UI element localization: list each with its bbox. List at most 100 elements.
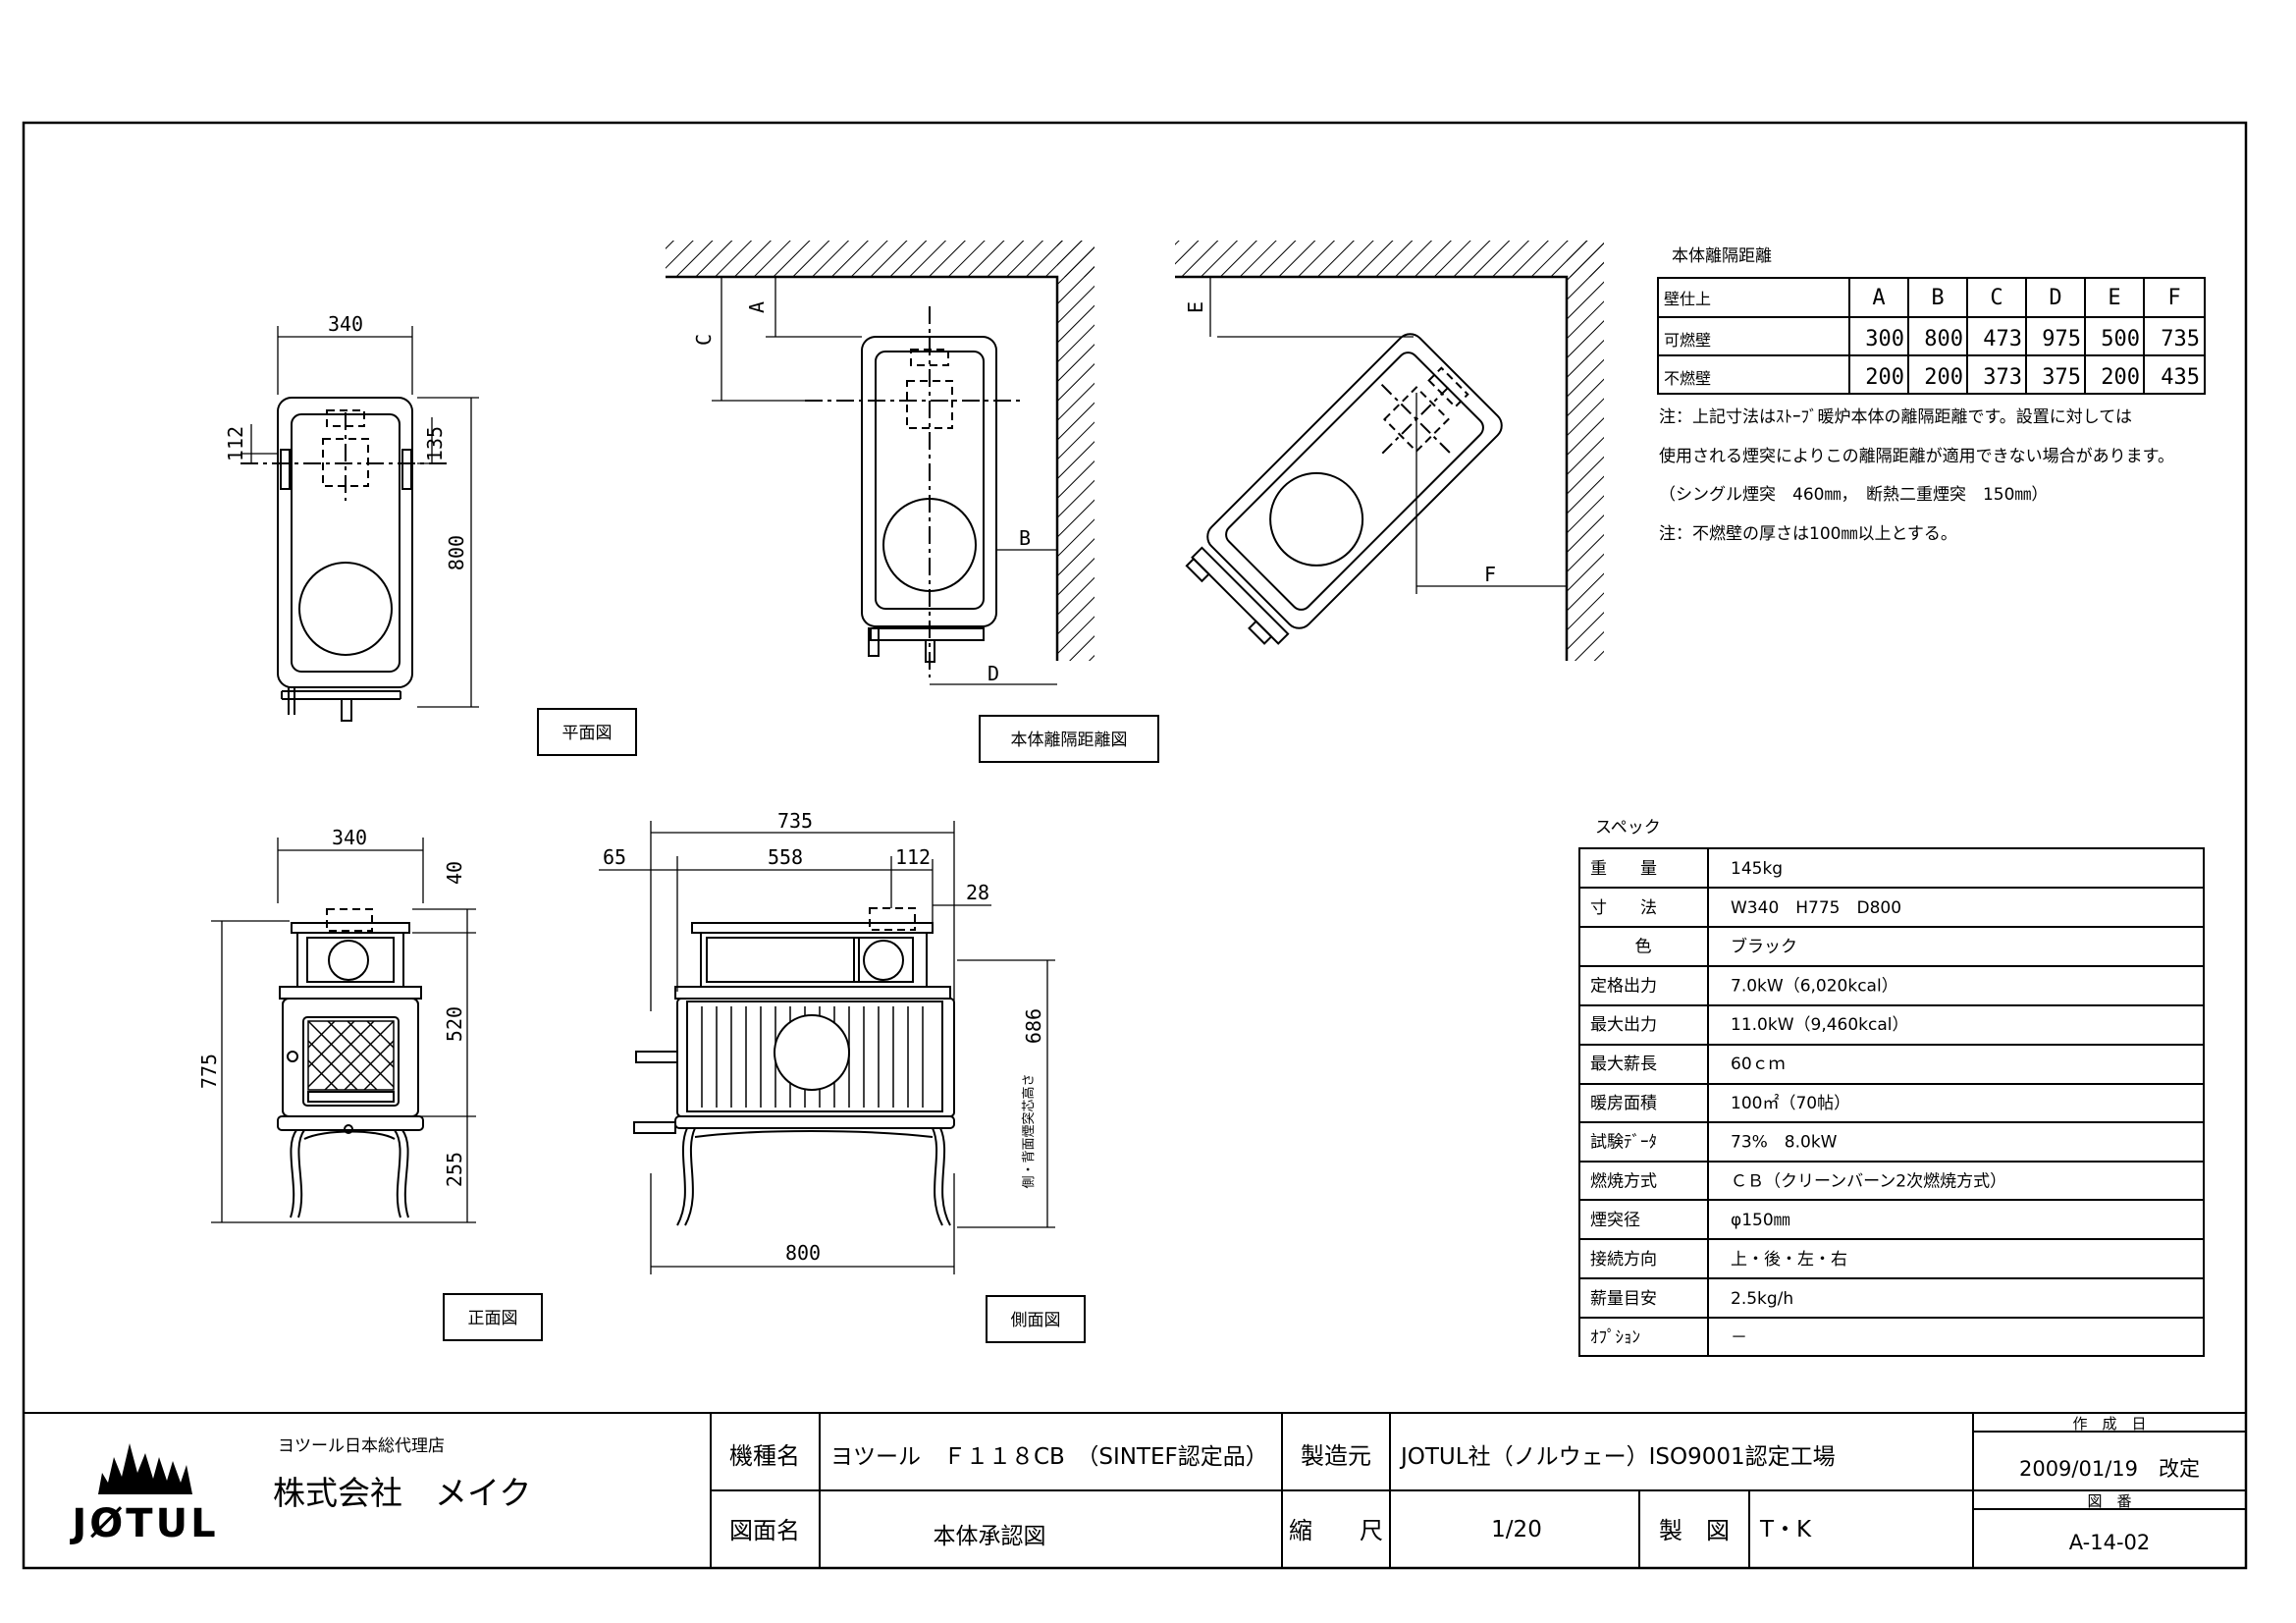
plan-view-label: 平面図: [562, 724, 613, 743]
spec-value: ＣＢ（クリーンバーン2次燃焼方式）: [1731, 1171, 2006, 1191]
clearance-cell: 473: [1983, 327, 2022, 352]
front-dim-255: 255: [443, 1152, 466, 1187]
front-view: [211, 838, 476, 1223]
clearance-cell: 200: [1865, 365, 1904, 390]
spec-value: φ150㎜: [1731, 1211, 1790, 1230]
spec-label: 最大薪長: [1590, 1055, 1657, 1074]
clearance-view-wall-straight: [666, 241, 1095, 685]
clearance-note: 使用される煙突によりこの離隔距離が適用できない場合があります。: [1659, 446, 2174, 466]
clearance-view-corner: [1175, 241, 1604, 661]
spec-label: 煙突径: [1590, 1211, 1640, 1230]
spec-label: 重 量: [1590, 859, 1657, 879]
clearance-cell: 375: [2042, 365, 2081, 390]
front-dim-520: 520: [443, 1006, 466, 1042]
spec-value: 145kg: [1731, 859, 1783, 879]
clearance-note: 注：上記寸法はｽﾄｰﾌﾞ暖炉本体の離隔距離です。設置に対しては: [1659, 407, 2132, 427]
spec-value: 7.0kW（6,020kcal）: [1731, 976, 1898, 996]
spec-label: 試験ﾃﾞｰﾀ: [1590, 1133, 1657, 1153]
clearance-f: F: [1484, 563, 1496, 586]
spec-value: 11.0kW（9,460kcal）: [1731, 1015, 1909, 1035]
clearance-header-f: F: [2167, 286, 2180, 310]
spec-label: 寸 法: [1590, 898, 1657, 918]
side-dim-686: 686: [1022, 1008, 1045, 1044]
side-dim-65: 65: [603, 845, 626, 869]
side-dim-735: 735: [777, 809, 813, 833]
side-dim-note: 側・背面煙突芯高さ: [1021, 1073, 1037, 1188]
spec-title: スペック: [1595, 818, 1661, 838]
spec-label: 定格出力: [1590, 976, 1657, 996]
drafter-value: T・K: [1759, 1517, 1812, 1542]
front-label-box: [443, 1293, 543, 1341]
spec-value: －: [1731, 1328, 1747, 1348]
side-dim-558: 558: [768, 845, 803, 869]
front-dim-width: 340: [332, 826, 367, 849]
spec-label: ｵﾌﾟｼｮﾝ: [1590, 1328, 1640, 1348]
clearance-notes: 注：上記寸法はｽﾄｰﾌﾞ暖炉本体の離隔距離です。設置に対しては使用される煙突によ…: [1659, 407, 2174, 544]
spec-label: 燃焼方式: [1590, 1171, 1657, 1191]
maker-label: 製造元: [1301, 1442, 1371, 1470]
clearance-cell: 200: [1924, 365, 1963, 390]
spec-value: ブラック: [1731, 937, 1797, 957]
clearance-note: 注：不燃壁の厚さは100㎜以上とする。: [1659, 524, 1957, 544]
drawing-number-label: 図 番: [2087, 1492, 2131, 1510]
clearance-header-b: B: [1931, 286, 1944, 310]
spec-value: 上・後・左・右: [1731, 1250, 1847, 1270]
clearance-cell: 975: [2042, 327, 2081, 352]
spec-label: 暖房面積: [1590, 1094, 1657, 1113]
spec-value: 100㎡（70帖）: [1731, 1094, 1850, 1113]
spec-label: 最大出力: [1590, 1015, 1657, 1035]
spec-label: 接続方向: [1590, 1250, 1657, 1270]
clearance-cell: 735: [2161, 327, 2200, 352]
clearance-header-e: E: [2108, 286, 2120, 310]
clearance-b: B: [1019, 526, 1031, 550]
model-label: 機種名: [729, 1442, 800, 1470]
spec-value: 73% 8.0kW: [1731, 1133, 1838, 1153]
clearance-c: C: [692, 334, 716, 346]
clearance-header-a: A: [1872, 286, 1885, 310]
dealer-name: 株式会社 メイク: [273, 1474, 531, 1512]
clearance-label-box: [979, 715, 1159, 763]
clearance-cell: 500: [2101, 327, 2140, 352]
clearance-row-label: 可燃壁: [1664, 331, 1711, 350]
clearance-d: D: [988, 662, 999, 685]
clearance-table: [1657, 277, 2206, 395]
spec-value: 60ｃｍ: [1731, 1055, 1786, 1074]
sheet-border: [22, 121, 2248, 1570]
side-dim-112: 112: [895, 845, 931, 869]
created-label: 作 成 日: [2072, 1415, 2146, 1433]
plan-label-box: [537, 708, 637, 756]
clearance-table-title: 本体離隔距離: [1672, 246, 1772, 266]
side-label-box: [986, 1295, 1086, 1343]
clearance-cell: 200: [2101, 365, 2140, 390]
clearance-view-label: 本体離隔距離図: [1011, 730, 1128, 750]
side-view: [599, 821, 1055, 1274]
model-value: ヨツール Ｆ１１８CB （SINTEF認定品）: [830, 1444, 1268, 1470]
front-dim-height: 775: [197, 1054, 221, 1089]
side-dim-28: 28: [966, 881, 989, 904]
clearance-e: E: [1184, 301, 1207, 313]
clearance-row-label: 不燃壁: [1664, 369, 1711, 388]
clearance-cell: 300: [1865, 327, 1904, 352]
plan-dim-112: 112: [224, 426, 247, 461]
clearance-note: （シングル煙突 460㎜， 断熱二重煙突 150㎜）: [1659, 485, 2048, 505]
plan-dim-depth: 800: [445, 535, 468, 570]
drawing-name-value: 本体承認図: [934, 1524, 1046, 1549]
side-view-label: 側面図: [1011, 1311, 1061, 1330]
scale-label: 縮 尺: [1289, 1517, 1383, 1544]
plan-dim-135: 135: [423, 426, 447, 461]
clearance-a: A: [745, 301, 769, 313]
clearance-cell: 800: [1924, 327, 1963, 352]
clearance-header-d: D: [2049, 286, 2061, 310]
spec-table: [1578, 847, 2205, 1357]
jotul-flame-logo: [98, 1443, 192, 1494]
spec-value: W340 H775 D800: [1731, 898, 1901, 918]
clearance-header-wall: 壁仕上: [1664, 290, 1711, 308]
spec-label: 色: [1635, 938, 1652, 957]
maker-value: JOTUL社（ノルウェー）ISO9001認定工場: [1399, 1444, 1836, 1470]
side-dim-800: 800: [785, 1241, 821, 1265]
drawing-name-label: 図面名: [729, 1517, 800, 1544]
clearance-cell: 435: [2161, 365, 2200, 390]
